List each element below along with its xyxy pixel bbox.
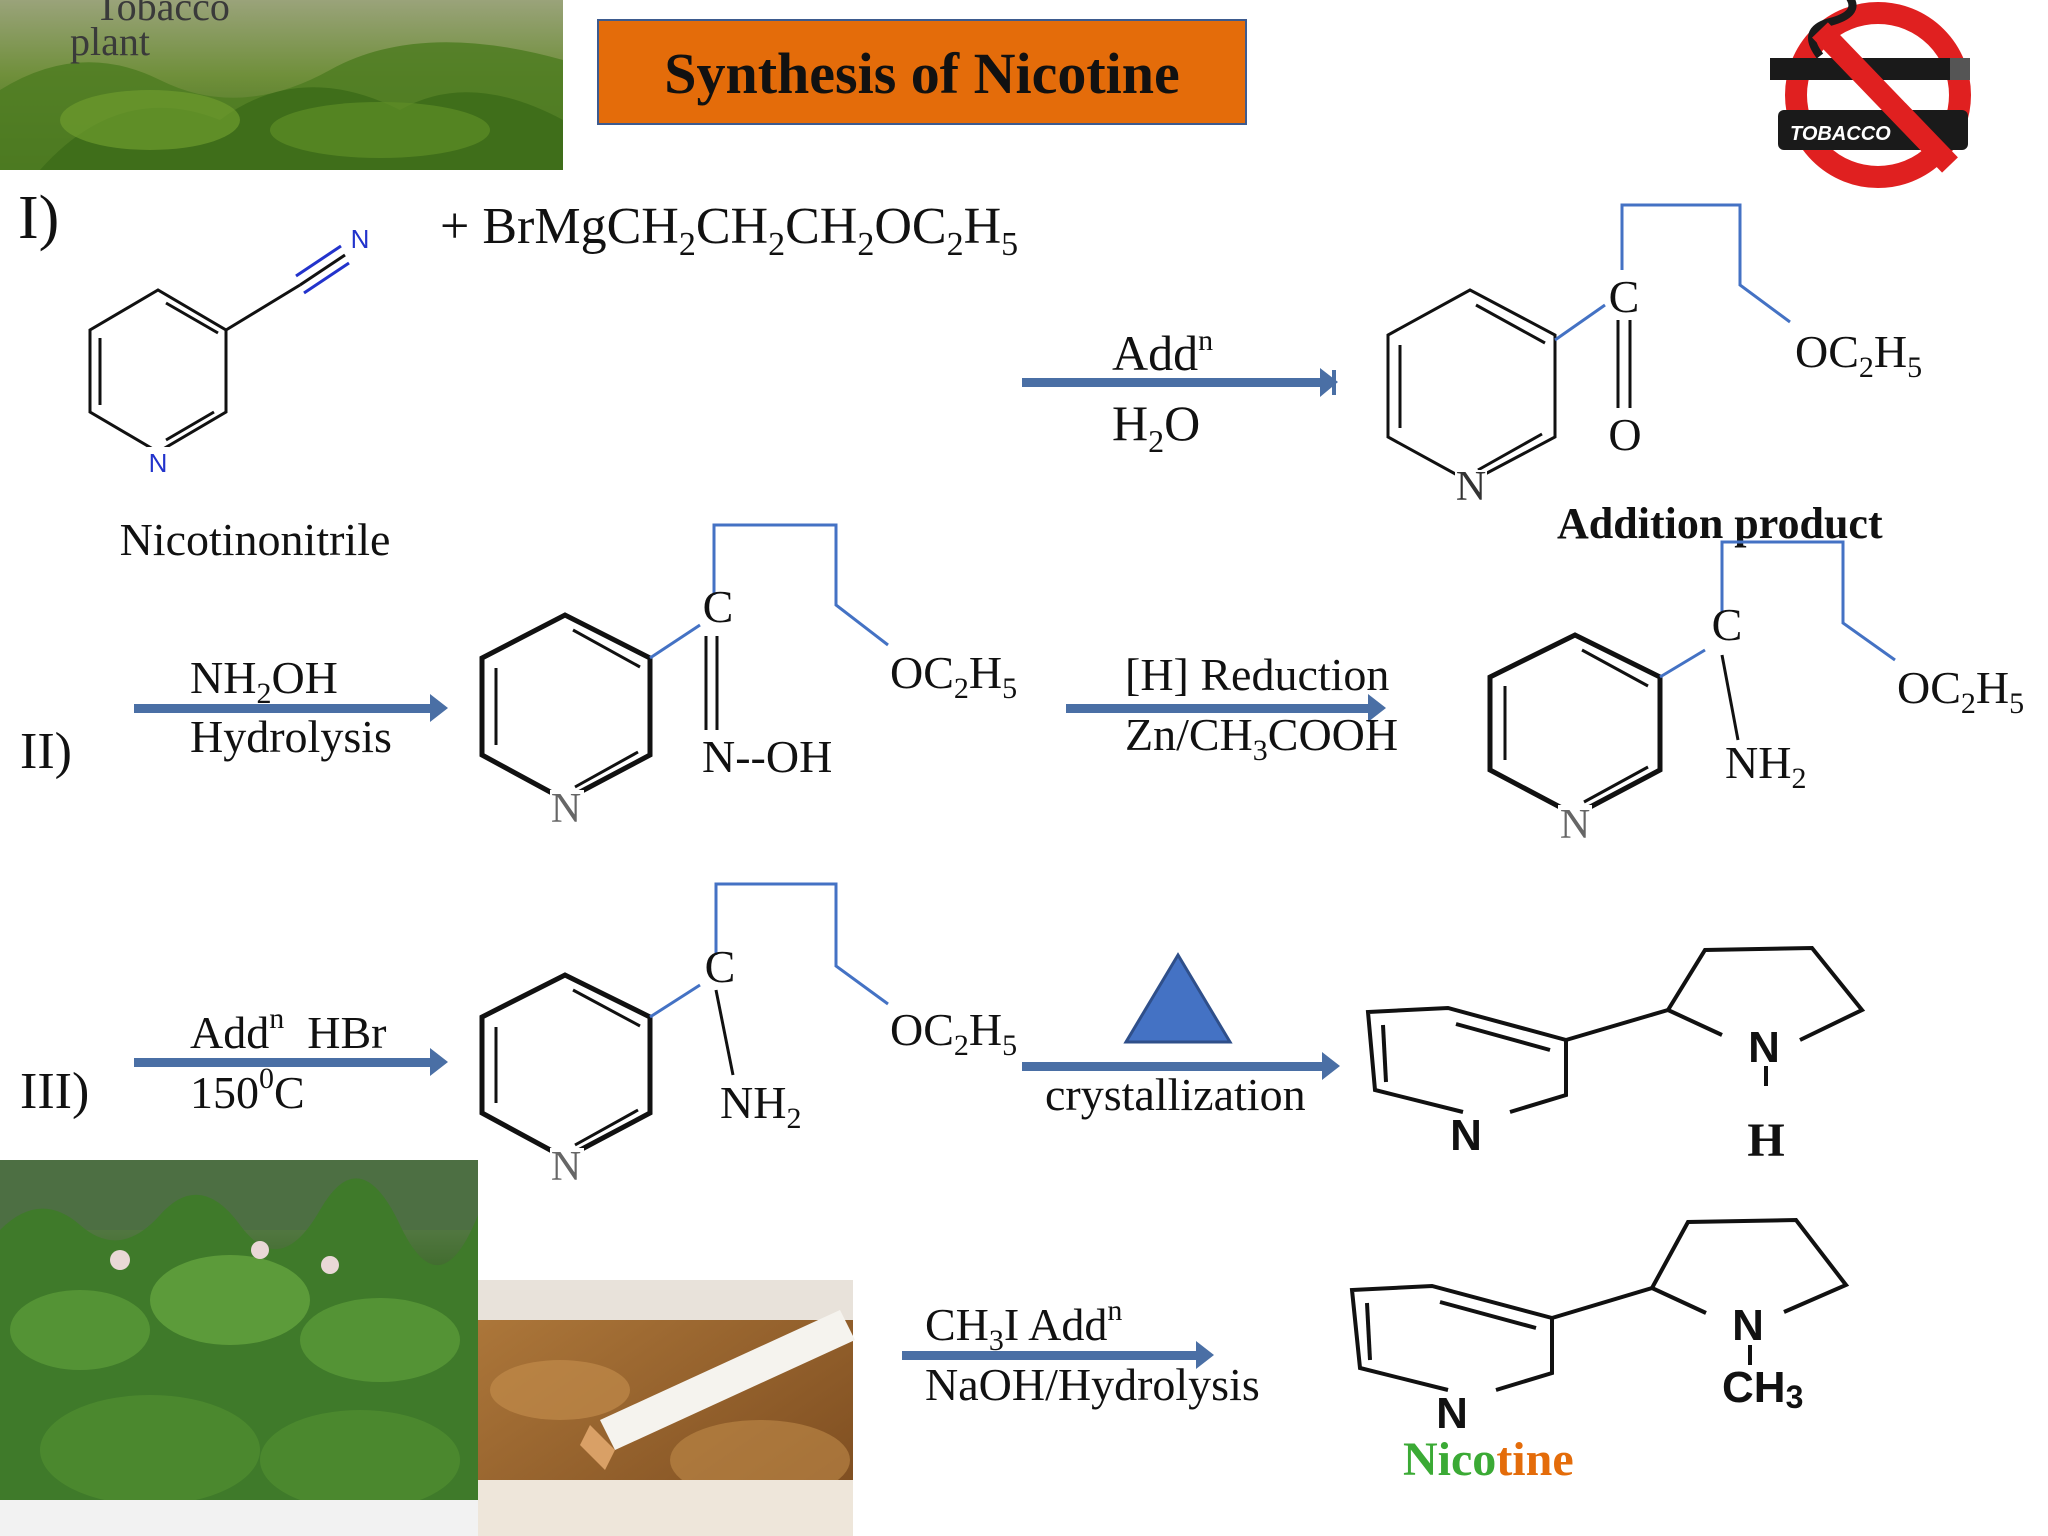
arrow4-bottom-label: NaOH/Hydrolysis: [925, 1359, 1260, 1410]
step-label-3: III): [20, 1063, 89, 1120]
page-title: Synthesis of Nicotine: [664, 41, 1180, 106]
step-label-1: I): [18, 184, 59, 252]
amine3-n-mask: [550, 1148, 584, 1184]
tobacco-plant-image: Tobacco plant: [0, 0, 563, 170]
amine3-nh2: NH2: [720, 1077, 801, 1135]
oxime-ethoxy: OC2H5: [890, 647, 1017, 705]
amine2-ring-nitrogen: N: [1560, 802, 1590, 848]
nicotine-methyl: CH3: [1722, 1363, 1803, 1415]
oxime-n-mask: [550, 790, 584, 826]
nornicotine-hydrogen: H: [1747, 1114, 1784, 1167]
nornicotine-pyrrolidine-n: N: [1748, 1023, 1780, 1072]
arrow-step3a: [134, 1048, 448, 1076]
amine2-nh2: NH2: [1725, 737, 1806, 795]
arrow3b-bottom-label: crystallization: [1045, 1069, 1306, 1120]
nicotine-name: Nicotine: [1403, 1433, 1574, 1486]
amine3-carbon: C: [705, 941, 736, 992]
grignard-reagent: + BrMgCH2CH2CH2OC2H5: [440, 198, 1018, 263]
nornicotine-structure: [1365, 945, 1866, 1114]
cigarette-image: [478, 1280, 855, 1536]
nicotinonitrile-name: Nicotinonitrile: [120, 514, 391, 565]
tobacco-label-line2: plant: [70, 19, 150, 64]
product1-ethoxy: OC2H5: [1795, 326, 1922, 384]
ring-nitrogen: N: [149, 448, 168, 478]
product1-nitrogen: N: [1456, 464, 1486, 510]
arrow3a-bottom-label: 1500C: [190, 1062, 305, 1118]
step-label-2: II): [20, 723, 72, 780]
heat-triangle-icon: [1123, 952, 1233, 1044]
amine-structure-2: [1487, 540, 1896, 818]
arrow-step3b: [1022, 1052, 1340, 1080]
arrow1-top-label: Addn: [1112, 324, 1213, 381]
nornicotine-pyridine-n: N: [1450, 1111, 1482, 1160]
amine3-ring-nitrogen: N: [551, 1144, 581, 1190]
addition-product-name: Addition product: [1557, 499, 1883, 548]
amine3-ethoxy: OC2H5: [890, 1004, 1017, 1062]
arrow2b-bottom-label: Zn/CH3COOH: [1125, 709, 1398, 767]
arrow1-bottom-label: H2O: [1112, 395, 1200, 459]
product1-n-mask: [1455, 470, 1487, 506]
amine2-n-mask: [1558, 805, 1592, 841]
no-tobacco-sign: TOBACCO: [1712, 0, 2048, 188]
tobacco-label-line1: Tobacco: [95, 0, 230, 29]
nicotine-structure: [1349, 1217, 1850, 1392]
arrow2a-top-label: NH2OH: [190, 652, 338, 710]
nicotine-pyridine-n: N: [1436, 1389, 1468, 1438]
tobacco-field-image: [0, 1160, 478, 1536]
amine-structure-3: [479, 882, 889, 1161]
title-box: Synthesis of Nicotine: [597, 19, 1247, 125]
arrow2a-bottom-label: Hydrolysis: [190, 711, 392, 762]
nicotinonitrile-structure: [88, 244, 350, 454]
arrow-step2a: [134, 694, 448, 722]
arrow3a-top-label: Addn HBr: [190, 1002, 386, 1058]
arrow4-top-label: CH3I Addn: [925, 1294, 1122, 1357]
oxime-ring-nitrogen: N: [551, 786, 581, 832]
oxime-noh: N--OH: [702, 731, 832, 782]
nicotine-pyrrolidine-n: N: [1732, 1301, 1764, 1350]
arrow2b-top-label: [H] Reduction: [1125, 649, 1389, 700]
product1-carbon: C: [1609, 271, 1640, 322]
oxime-structure: [479, 523, 889, 803]
nitrile-nitrogen: N: [351, 224, 370, 254]
product1-oxygen: O: [1608, 409, 1641, 460]
ring-n-mask: [147, 447, 171, 473]
arrow-step4: [902, 1341, 1214, 1369]
addition-product-structure: [1386, 203, 1791, 484]
arrow-step1: [1022, 368, 1338, 397]
arrow-step2b: [1066, 694, 1386, 722]
amine2-carbon: C: [1712, 599, 1743, 650]
amine2-ethoxy: OC2H5: [1897, 662, 2024, 720]
oxime-carbon: C: [703, 581, 734, 632]
no-tobacco-text: TOBACCO: [1790, 123, 1891, 145]
